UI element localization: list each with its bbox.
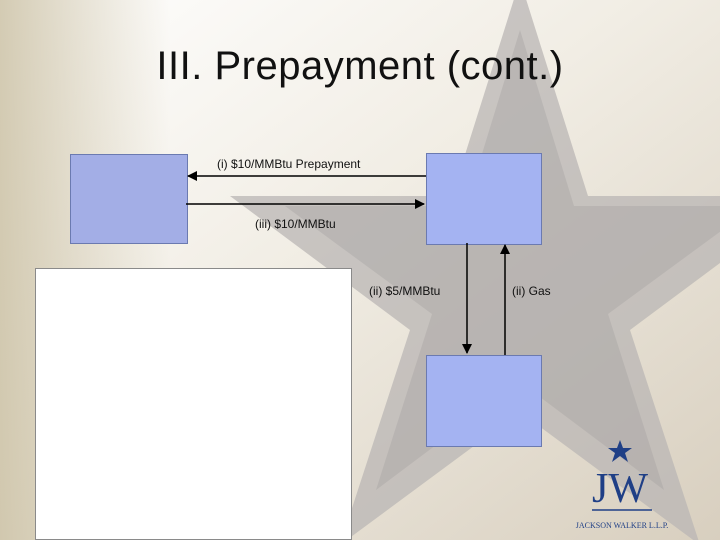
star-icon bbox=[608, 440, 632, 462]
slide-title: III. Prepayment (cont.) bbox=[156, 44, 564, 88]
party-box-right-top bbox=[426, 153, 542, 245]
logo-firm-name: JACKSON WALKER L.L.P. bbox=[576, 521, 669, 530]
label-gas: (ii) Gas bbox=[512, 284, 551, 298]
content-panel bbox=[35, 268, 352, 540]
jackson-walker-logo: JW JACKSON WALKER L.L.P. bbox=[560, 440, 685, 535]
party-box-left bbox=[70, 154, 188, 244]
party-box-right-bottom bbox=[426, 355, 542, 447]
label-payment-back: (iii) $10/MMBtu bbox=[255, 217, 336, 231]
label-prepayment: (i) $10/MMBtu Prepayment bbox=[217, 157, 361, 171]
label-payment-5: (ii) $5/MMBtu bbox=[369, 284, 441, 298]
logo-mark: JW JACKSON WALKER L.L.P. bbox=[576, 440, 669, 530]
logo-monogram: JW bbox=[592, 466, 648, 512]
